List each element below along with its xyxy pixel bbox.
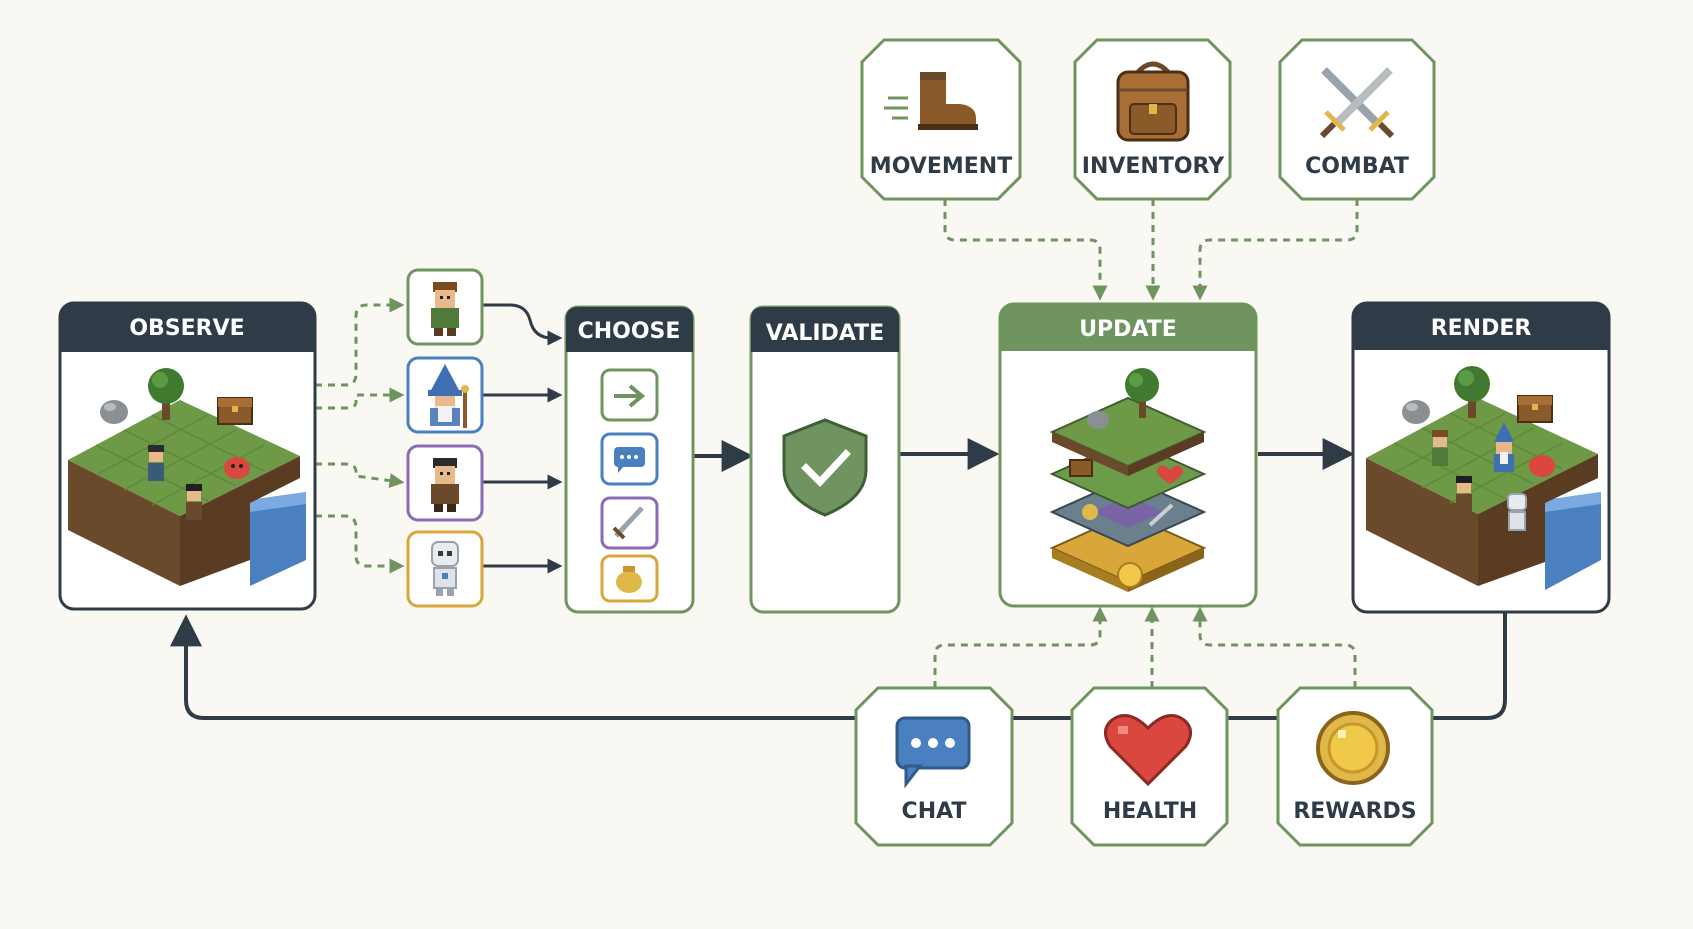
chat-to-update-arrow	[933, 606, 1108, 688]
choose-stage: CHOOSE	[564, 305, 695, 614]
observe-stage: OBSERVE	[58, 301, 317, 611]
connectors	[170, 199, 1507, 720]
feedback-loop-arrow	[170, 612, 1507, 720]
heart-icon	[1104, 714, 1192, 787]
observe-to-robot-arrow	[315, 514, 405, 574]
movement-to-update-arrow	[943, 199, 1108, 301]
observe-to-wizard-arrow	[315, 387, 405, 410]
boot-icon	[884, 72, 978, 130]
rewards-to-update-arrow	[1192, 606, 1357, 688]
combat-module: COMBAT	[1278, 38, 1436, 201]
inventory-module: INVENTORY	[1073, 38, 1232, 201]
health-label: HEALTH	[1103, 799, 1197, 824]
update-stage: UPDATE	[998, 302, 1258, 608]
chat-module: CHAT	[854, 686, 1014, 847]
gold-coin-icon	[1316, 711, 1390, 785]
render-title: RENDER	[1431, 316, 1532, 341]
rewards-module: REWARDS	[1276, 686, 1434, 847]
observe-to-ranger-arrow	[315, 297, 405, 387]
chat-label: CHAT	[902, 799, 967, 824]
crossed-swords-icon	[1319, 67, 1395, 139]
combat-label: COMBAT	[1305, 154, 1409, 179]
chat-action-icon	[600, 432, 659, 486]
chat-bubble-icon	[895, 716, 971, 789]
world-map-after	[1366, 366, 1601, 590]
observe-to-rogue-arrow	[315, 462, 405, 489]
update-title: UPDATE	[1079, 317, 1177, 342]
validate-title: VALIDATE	[766, 321, 884, 346]
rewards-label: REWARDS	[1293, 799, 1416, 824]
backpack-icon	[1116, 61, 1190, 142]
health-module: HEALTH	[1070, 686, 1229, 847]
validate-stage: VALIDATE	[749, 305, 901, 614]
agent-rogue	[406, 444, 484, 522]
inventory-label: INVENTORY	[1082, 154, 1226, 179]
world-layers-stack-icon	[1049, 368, 1207, 592]
ranger-to-choose-arrow	[482, 303, 563, 346]
agent-ranger	[406, 268, 484, 346]
agent-robot	[406, 530, 484, 608]
movement-module: MOVEMENT	[860, 38, 1022, 201]
move-action-icon	[600, 368, 659, 422]
observe-title: OBSERVE	[129, 316, 244, 341]
choose-title: CHOOSE	[578, 319, 681, 344]
shield-check-icon	[782, 418, 868, 517]
movement-label: MOVEMENT	[870, 154, 1012, 179]
render-stage: RENDER	[1351, 301, 1611, 614]
loot-action-icon	[600, 554, 659, 603]
attack-action-icon	[600, 496, 659, 550]
combat-to-update-arrow	[1192, 199, 1359, 301]
world-map-before	[68, 368, 306, 586]
agent-wizard	[406, 356, 484, 434]
